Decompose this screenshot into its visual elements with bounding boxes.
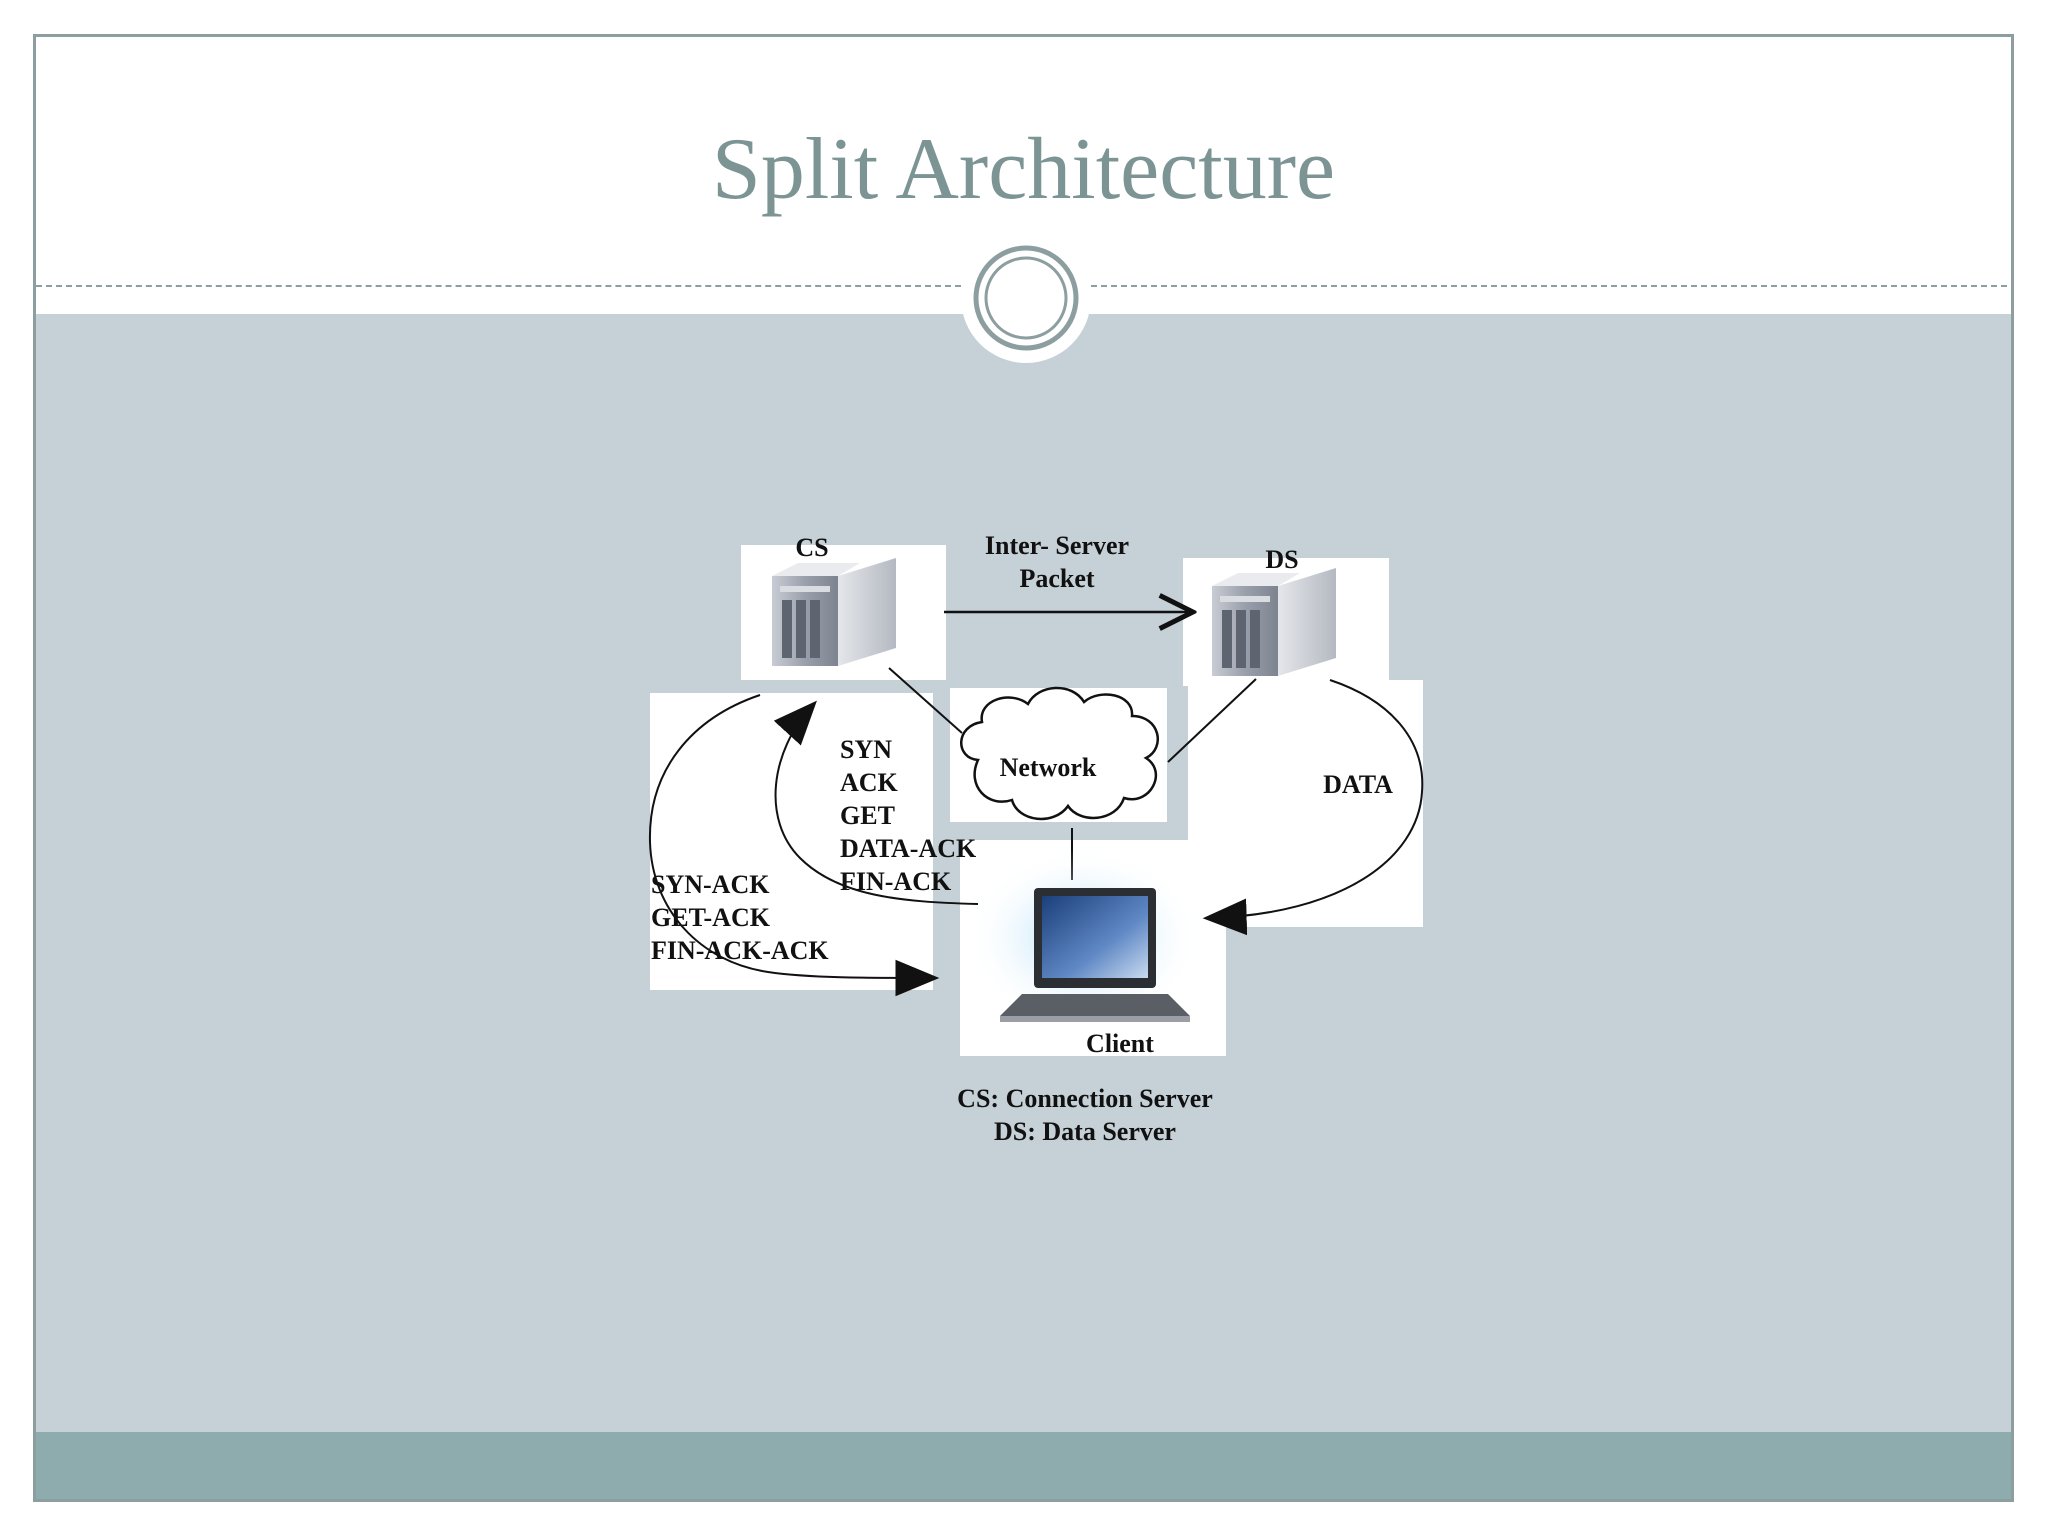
right-loop-panel	[1188, 680, 1423, 927]
legend-cs: CS: Connection Server	[957, 1084, 1213, 1113]
ds-to-client-arrow	[1202, 679, 1424, 936]
cs-label: CS	[795, 533, 828, 562]
header-badge	[961, 233, 1091, 363]
cs-to-client-label-2: FIN-ACK-ACK	[651, 936, 829, 965]
cs-server-icon	[772, 558, 896, 666]
network-label: Network	[1000, 753, 1097, 782]
inter-server-label-line1: Inter- Server	[985, 531, 1129, 560]
legend-ds: DS: Data Server	[994, 1117, 1176, 1146]
client-to-cs-label-1: ACK	[840, 768, 899, 797]
ds-to-client-label: DATA	[1323, 770, 1393, 799]
ds-label: DS	[1265, 545, 1298, 574]
ds-network-link	[1167, 678, 1257, 763]
client-to-cs-label-0: SYN	[840, 735, 892, 764]
network-cloud-icon	[960, 686, 1160, 821]
client-label: Client	[1086, 1029, 1154, 1058]
cs-to-client-arrow	[648, 694, 940, 997]
cs-network-link	[888, 667, 963, 734]
slide-title: Split Architecture	[711, 121, 1336, 218]
header-divider-left	[36, 285, 961, 287]
inter-server-label-line2: Packet	[1019, 564, 1094, 593]
client-to-cs-label-4: FIN-ACK	[840, 867, 952, 896]
client-to-cs-label-3: DATA-ACK	[840, 834, 977, 863]
client-to-cs-arrow	[773, 700, 979, 905]
header-divider-right	[1091, 285, 2011, 287]
ds-server-icon	[1212, 568, 1336, 676]
cs-to-client-label-0: SYN-ACK	[651, 870, 770, 899]
footer-band	[36, 1432, 2011, 1499]
cs-to-client-label-1: GET-ACK	[651, 903, 771, 932]
ring-icon	[973, 245, 1079, 351]
client-to-cs-label-2: GET	[840, 801, 895, 830]
client-laptop-icon	[966, 848, 1202, 1028]
